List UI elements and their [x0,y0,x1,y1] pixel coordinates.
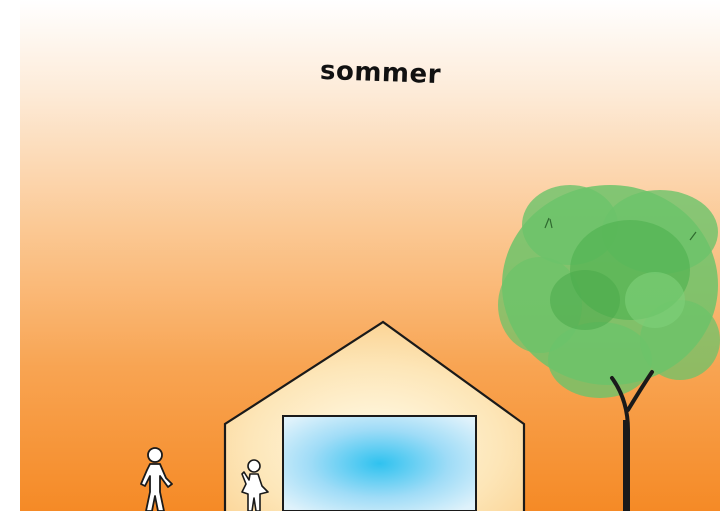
house-window [283,416,476,511]
house-icon [225,322,524,511]
tree-icon [498,185,720,511]
adult-figure-icon [141,448,172,511]
tree-crown [498,185,720,398]
